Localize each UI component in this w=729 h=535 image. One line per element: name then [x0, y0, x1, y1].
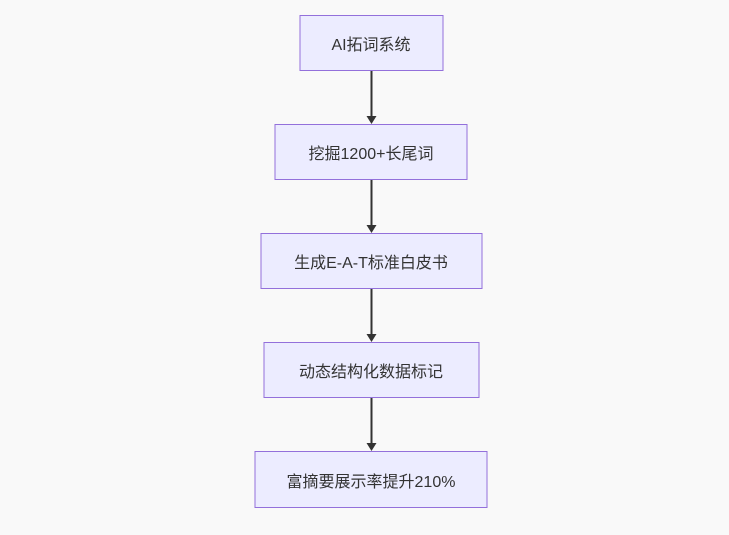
arrow-line [370, 71, 372, 116]
flow-node-longtail-mining: 挖掘1200+长尾词 [274, 124, 468, 180]
flow-node-structured-data-markup: 动态结构化数据标记 [263, 342, 479, 398]
arrowhead-down-icon [366, 225, 376, 233]
arrow-down-4 [366, 398, 376, 451]
flow-node-ai-word-expansion: AI拓词系统 [299, 15, 443, 71]
flow-node-rich-snippet-result: 富摘要展示率提升210% [254, 451, 488, 508]
flowchart-column: AI拓词系统 挖掘1200+长尾词 生成E-A-T标准白皮书 动态结构化数据标记 [254, 15, 488, 508]
arrow-down-2 [366, 180, 376, 233]
flow-node-label: 富摘要展示率提升210% [286, 473, 456, 491]
flow-node-label: 动态结构化数据标记 [298, 364, 443, 381]
arrowhead-down-icon [366, 116, 376, 124]
flow-node-label: 挖掘1200+长尾词 [308, 146, 434, 163]
flow-node-label: 生成E-A-T标准白皮书 [294, 255, 448, 272]
arrow-line [370, 289, 372, 334]
flow-node-eat-whitepaper: 生成E-A-T标准白皮书 [260, 233, 482, 289]
arrowhead-down-icon [366, 443, 376, 451]
arrowhead-down-icon [366, 334, 376, 342]
flow-node-label: AI拓词系统 [331, 37, 411, 54]
arrow-line [370, 398, 372, 443]
arrow-down-3 [366, 289, 376, 342]
arrow-line [370, 180, 372, 225]
arrow-down-1 [366, 71, 376, 124]
